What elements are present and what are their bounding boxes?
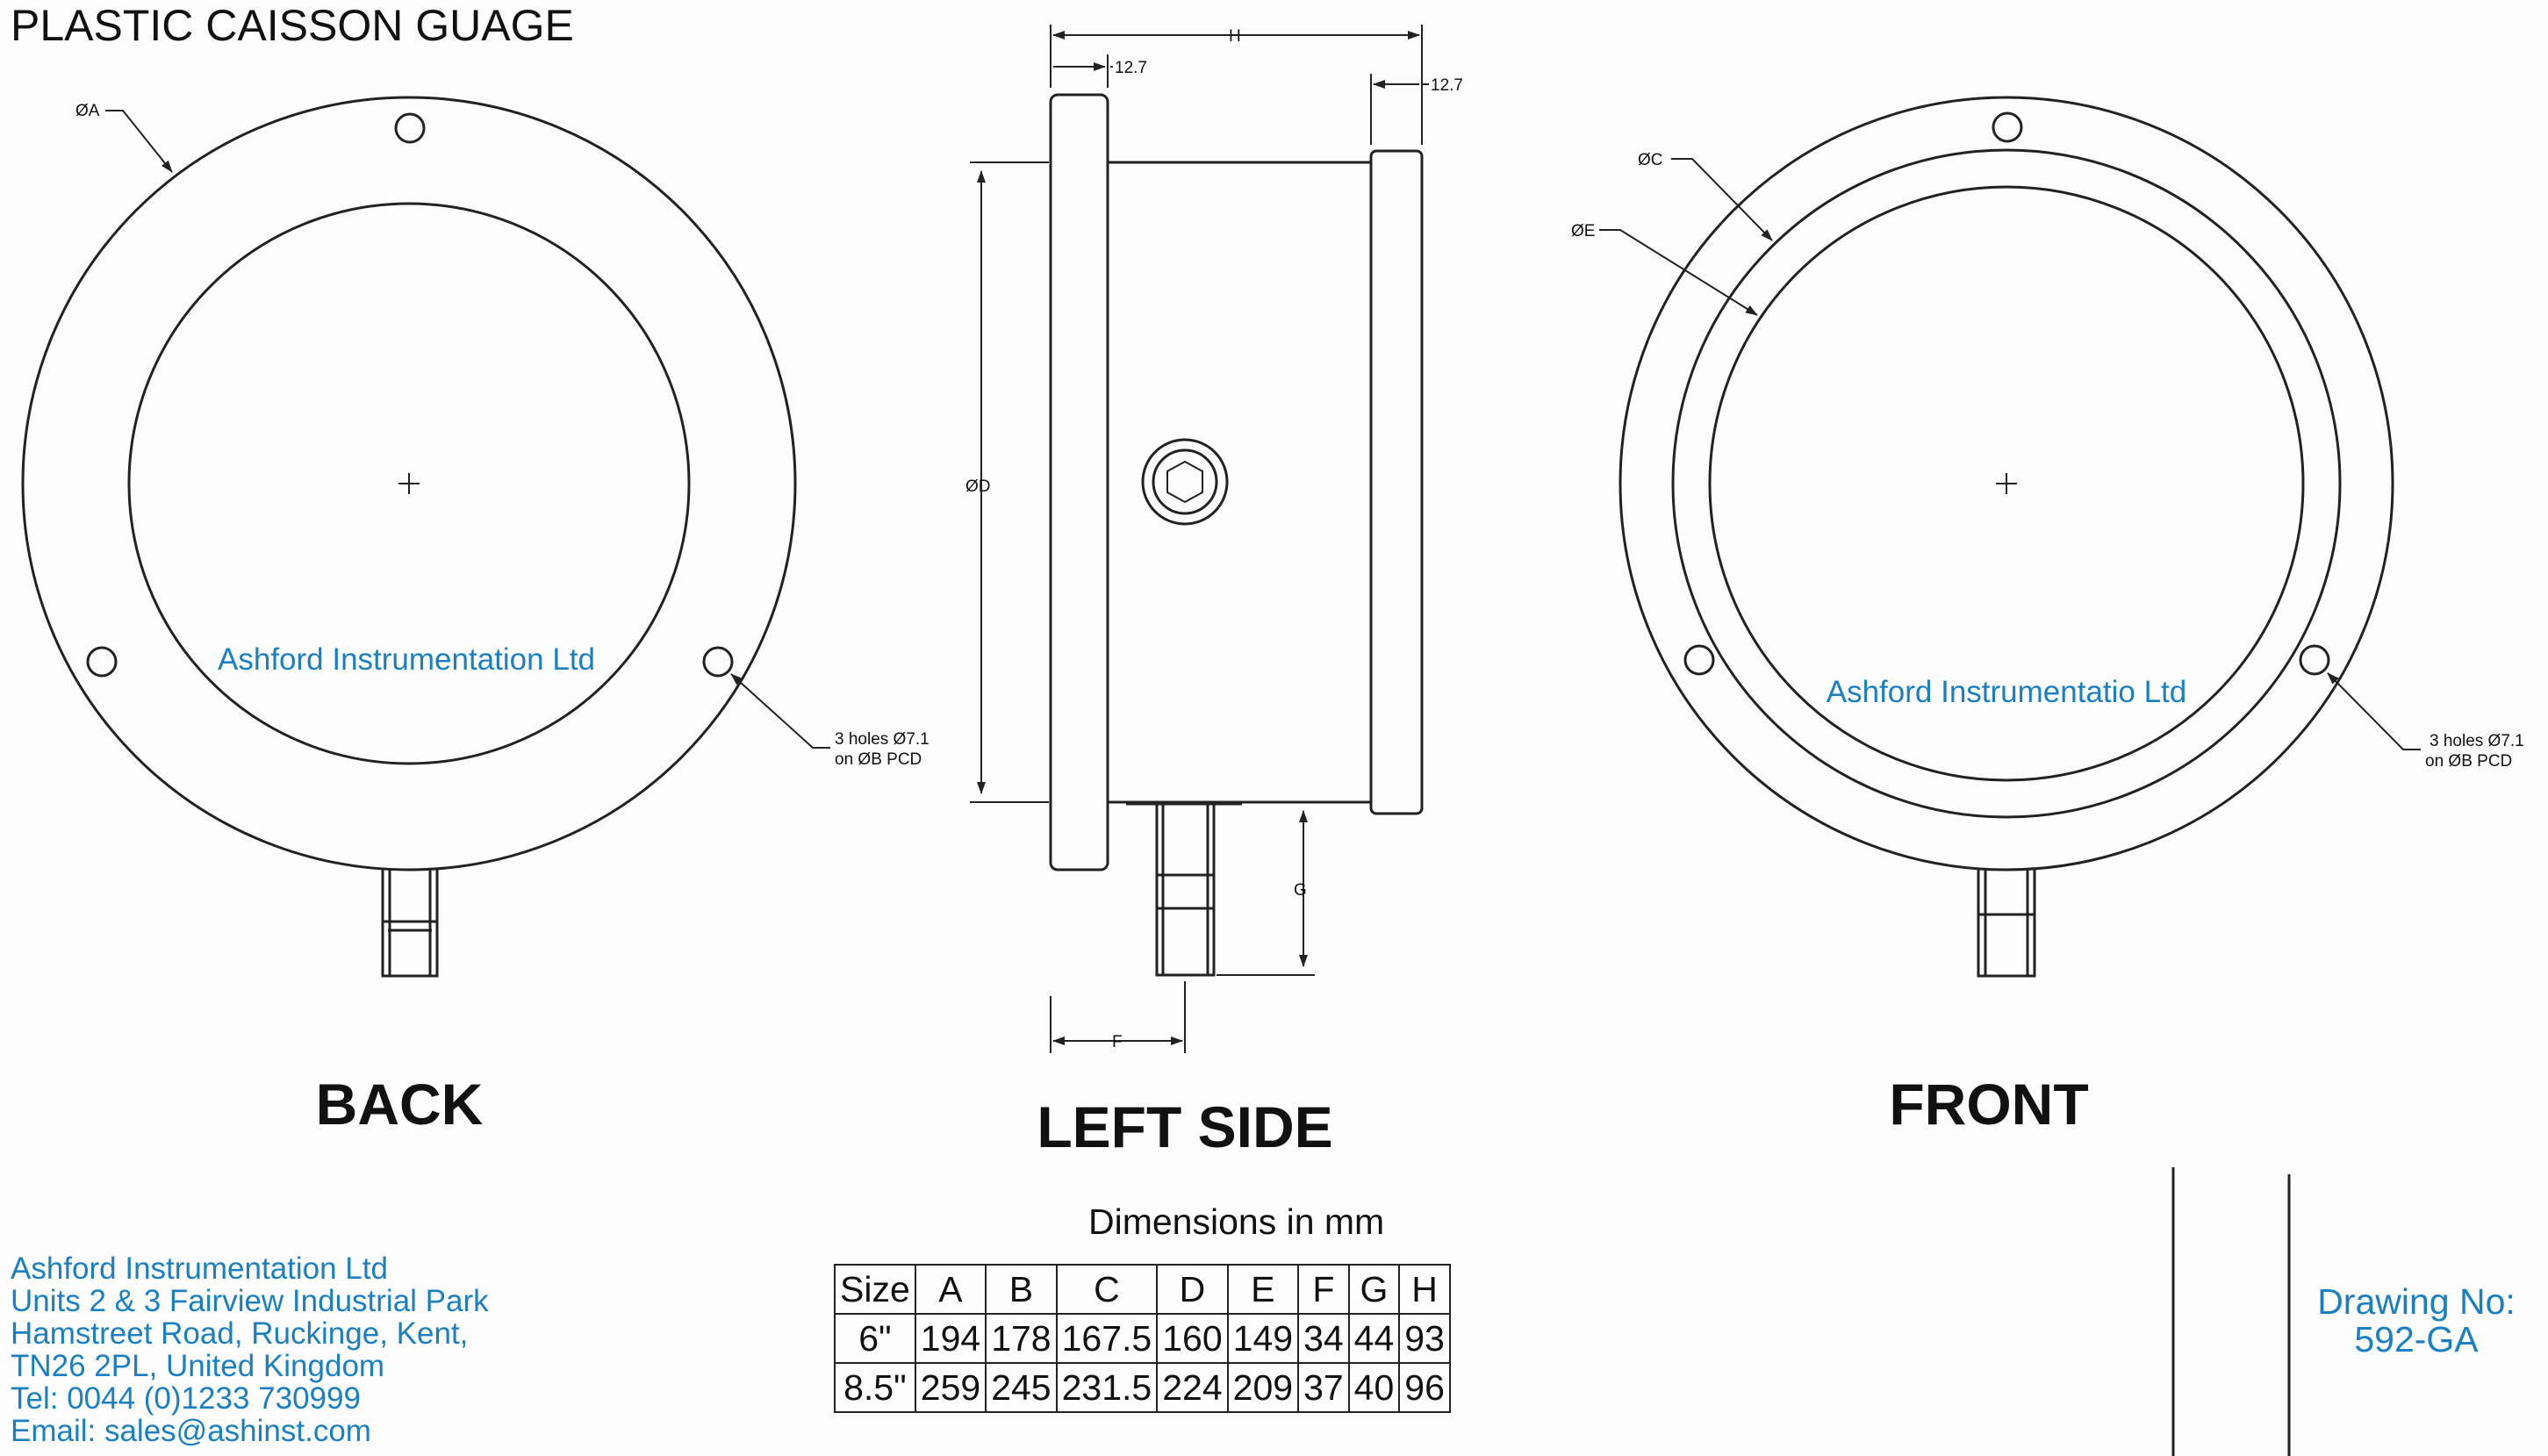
side-back-flange [1049,93,1109,871]
table-cell: 40 [1347,1362,1401,1413]
view-label-left-side: LEFT SIDE [1037,1094,1333,1159]
address-tel: Tel: 0044 (0)1233 730999 [11,1381,361,1416]
back-view [21,96,830,978]
dim-flange-right [1370,74,1429,145]
front-mounting-hole [2299,644,2330,676]
table-cell: 178 [985,1313,1058,1364]
table-cell: 160 [1156,1313,1229,1364]
company-address: Ashford Instrumentation Ltd Units 2 & 3 … [11,1252,489,1447]
side-port-fitting [1141,438,1229,526]
back-stem [381,864,439,978]
label-flange-left: 12.7 [1115,59,1147,77]
label-dim-f: F [1112,1033,1123,1051]
table-cell: 231.5 [1055,1362,1159,1413]
address-line: Units 2 & 3 Fairview Industrial Park [11,1284,489,1318]
table-header: F [1297,1264,1350,1315]
address-line: TN26 2PL, United Kingdom [11,1349,385,1383]
drawing-number-value: 592-GA [2354,1319,2479,1359]
dimensions-caption: Dimensions in mm [1088,1201,1385,1242]
title-block-lines [2171,1167,2291,1456]
label-dia-d: ØD [965,477,991,496]
front-view [1599,96,2421,978]
front-bezel-ring [1671,148,2342,819]
table-header: B [985,1264,1058,1315]
watermark-back: Ashford Instrumentation Ltd [218,642,595,677]
table-header-row: Size A B C D E F G H [834,1264,1451,1315]
front-centre-mark [1996,473,2017,494]
front-window [1708,185,2305,782]
label-holes-front-1: 3 holes Ø7.1 [2430,732,2524,750]
front-mounting-hole [1683,644,1715,676]
dim-g [1217,810,1315,976]
table-cell: 259 [914,1362,987,1413]
front-mounting-hole [1992,111,2023,143]
table-cell: 96 [1398,1362,1451,1413]
address-line: Hamstreet Road, Ruckinge, Kent, [11,1316,469,1351]
table-header: H [1398,1264,1451,1315]
back-mounting-hole [86,646,118,678]
table-cell: 34 [1297,1313,1350,1364]
table-cell: 8.5" [834,1362,916,1413]
table-cell: 93 [1398,1313,1451,1364]
drawing-title: PLASTIC CAISSON GUAGE [11,1,574,50]
dimensions-table: Size A B C D E F G H 6" 194 178 167.5 16… [834,1264,1451,1413]
table-header: G [1347,1264,1401,1315]
address-email: Email: sales@ashinst.com [11,1414,371,1448]
label-flange-right: 12.7 [1431,76,1463,95]
dim-d [970,161,1049,803]
watermark-front: Ashford Instrumentatio Ltd [1827,675,2187,709]
table-header: D [1156,1264,1229,1315]
label-dia-a: ØA [75,102,100,120]
back-centre-mark [398,473,420,494]
label-dia-e: ØE [1571,222,1595,240]
table-header: E [1226,1264,1300,1315]
table-cell: 44 [1347,1313,1401,1364]
side-stem [1126,802,1242,977]
drawing-number: Drawing No: 592-GA [2285,1283,2548,1359]
table-header: A [914,1264,987,1315]
label-holes-back-2: on ØB PCD [835,750,922,769]
table-cell: 167.5 [1055,1313,1159,1364]
table-cell: 224 [1156,1362,1229,1413]
table-cell: 149 [1226,1313,1300,1364]
drawing-number-label: Drawing No: [2317,1281,2516,1322]
label-holes-front-2: on ØB PCD [2425,752,2512,771]
view-label-front: FRONT [1889,1072,2089,1137]
dim-flange-left [1053,54,1113,88]
table-header: Size [834,1264,916,1315]
table-row: 6" 194 178 167.5 160 149 34 44 93 [834,1313,1451,1364]
table-row: 8.5" 259 245 231.5 224 209 37 40 96 [834,1362,1451,1413]
leader-holes-front [2327,672,2421,750]
address-company: Ashford Instrumentation Ltd [11,1252,388,1286]
table-cell: 245 [985,1362,1058,1413]
left-side-view [970,25,1429,1053]
leader-dia-a [105,110,173,173]
dim-f [1050,981,1186,1053]
label-holes-back-1: 3 holes Ø7.1 [835,730,929,749]
back-inner-case [127,202,691,765]
table-cell: 6" [834,1313,916,1364]
view-label-back: BACK [315,1072,484,1137]
side-case-body [1106,161,1373,804]
leader-holes-back [730,673,830,749]
table-cell: 37 [1297,1362,1350,1413]
table-cell: 194 [914,1313,987,1364]
label-dim-h: H [1229,27,1241,46]
leader-dia-c [1671,158,1773,241]
side-front-bezel [1369,149,1424,815]
back-mounting-hole [394,112,426,144]
label-dim-g: G [1294,881,1307,900]
leader-dia-e [1599,229,1758,316]
table-cell: 209 [1226,1362,1300,1413]
back-mounting-hole [702,646,734,678]
table-header: C [1055,1264,1159,1315]
label-dia-c: ØC [1638,151,1663,169]
